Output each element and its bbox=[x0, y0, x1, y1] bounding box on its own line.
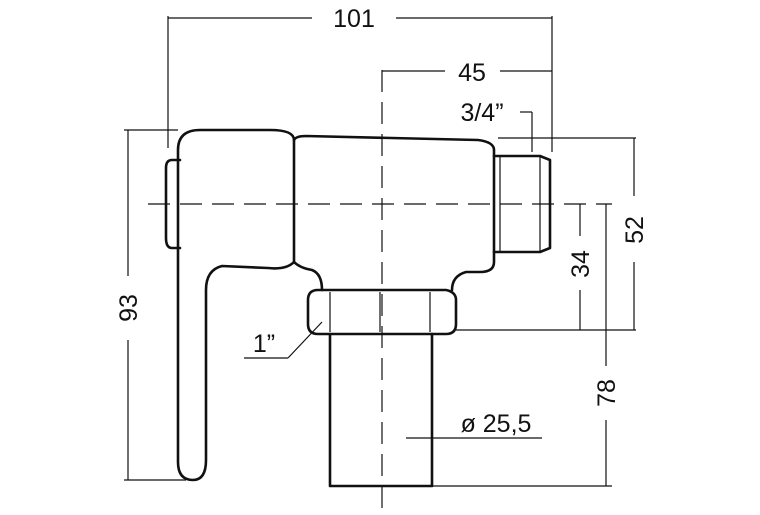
dimension-labels: 101 45 3/4” 52 34 78 93 1” ø 25,5 bbox=[115, 5, 649, 438]
dim-total-width: 101 bbox=[333, 5, 375, 33]
inlet-nut bbox=[306, 288, 458, 336]
dim-total-height: 93 bbox=[115, 294, 143, 322]
outlet-thread bbox=[492, 154, 552, 254]
centre-lines bbox=[148, 70, 612, 512]
dim-outlet-thread: 3/4” bbox=[460, 99, 503, 127]
dimension-lines bbox=[124, 16, 636, 487]
valve-body bbox=[292, 134, 496, 292]
dim-inlet-thread: 1” bbox=[253, 330, 275, 358]
valve-part bbox=[164, 128, 552, 488]
dim-outlet-height: 34 bbox=[567, 250, 595, 278]
handle-cap bbox=[164, 158, 182, 250]
dim-1in-leader-slant bbox=[287, 321, 323, 359]
handle-lever bbox=[176, 128, 296, 482]
dim-outlet-offset: 45 bbox=[458, 59, 486, 87]
inlet-pipe bbox=[328, 332, 434, 488]
dim-inlet-length: 78 bbox=[593, 379, 621, 407]
dim-inlet-diameter: ø 25,5 bbox=[461, 410, 532, 438]
dim-body-height: 52 bbox=[621, 216, 649, 244]
